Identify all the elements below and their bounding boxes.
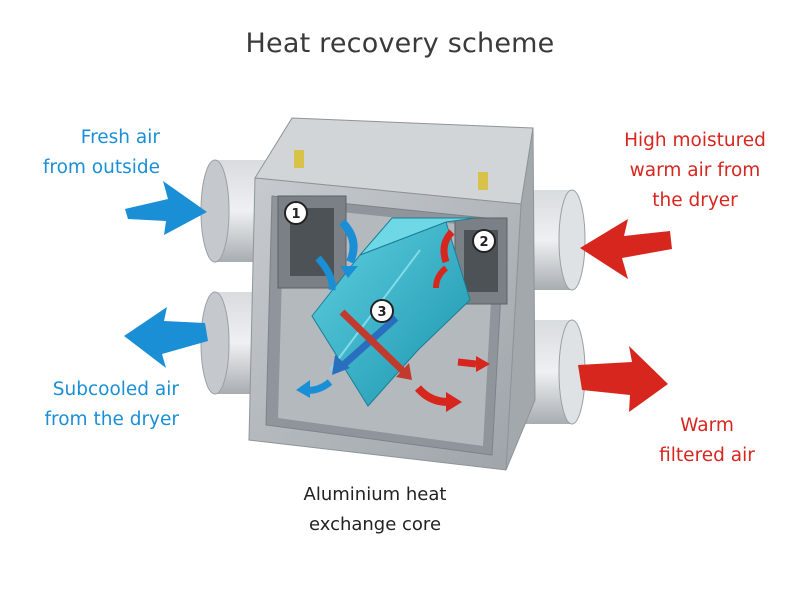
latch-left [294,150,304,168]
warm-filtered-air-out-arrow [578,346,668,412]
internal-flow-arrows [296,219,490,412]
label-subcooled-air-line1: Subcooled air [52,379,179,400]
marker-2: 2 [472,229,496,253]
marker-3: 3 [370,299,394,323]
label-warm-filtered-line1: Warm [680,415,734,436]
moist-warm-air-in-arrow [580,219,672,279]
label-high-moistured-line2: warm air from [629,160,761,181]
latch-right [478,172,488,190]
core-cross-arrows [332,309,412,380]
label-high-moistured-line3: the dryer [652,190,738,211]
subcooled-air-out-arrow [124,307,208,368]
label-core-line2: exchange core [308,514,442,535]
label-warm-filtered-line2: filtered air [659,445,755,466]
label-fresh-air: Fresh air from outside [43,123,160,183]
label-fresh-air-line2: from outside [42,157,160,178]
marker-1-label: 1 [291,207,300,222]
marker-1: 1 [284,201,308,225]
marker-2-label: 2 [479,235,488,250]
label-high-moistured-line1: High moistured [624,130,766,151]
diagram-title: Heat recovery scheme [245,28,555,59]
cold-cross-arrow-head [332,355,350,375]
label-warm-filtered-air: Warm filtered air [637,411,777,471]
label-subcooled-air-line2: from the dryer [44,409,179,430]
label-heat-exchange-core: Aluminium heat exchange core [255,480,495,540]
warm-cross-arrow-head [396,363,412,380]
label-high-moistured-air: High moistured warm air from the dryer [613,126,777,216]
label-fresh-air-line1: Fresh air [80,127,160,148]
marker-3-label: 3 [377,305,386,320]
label-subcooled-air: Subcooled air from the dryer [45,375,179,435]
label-core-line1: Aluminium heat [303,484,447,505]
fresh-air-in-arrow [125,181,207,235]
